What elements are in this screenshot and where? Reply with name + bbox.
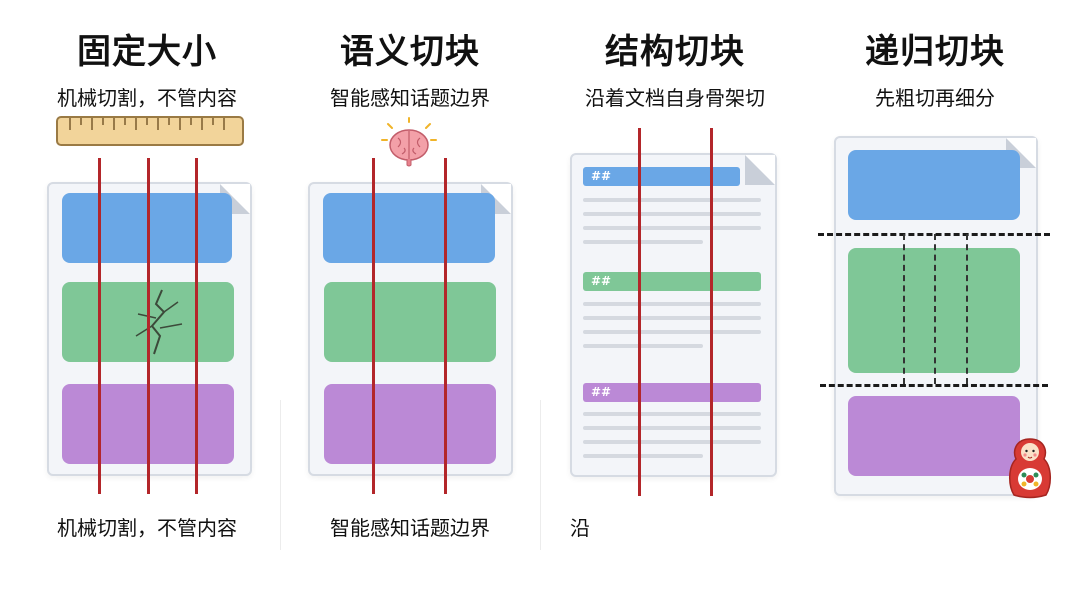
content-block-green <box>324 282 496 362</box>
brain-icon <box>381 117 437 167</box>
column-subtitle: 智能感知话题边界 <box>330 86 490 110</box>
column-subtitle: 先粗切再细分 <box>875 86 995 110</box>
text-line <box>583 440 761 444</box>
cut-line <box>710 128 713 496</box>
column-subtitle: 沿着文档自身骨架切 <box>585 86 765 110</box>
cut-line <box>372 158 375 494</box>
text-line <box>583 226 761 230</box>
text-line <box>583 344 703 348</box>
column-caption: 沿 <box>570 516 590 540</box>
column-title: 结构切块 <box>605 32 745 72</box>
column-subtitle: 机械切割，不管内容 <box>57 86 237 110</box>
text-line <box>583 426 761 430</box>
fine-cut-line <box>934 234 936 384</box>
heading-marker: ## <box>583 383 761 402</box>
content-block-blue <box>323 193 495 263</box>
cut-line <box>147 158 150 494</box>
column-title: 语义切块 <box>340 32 480 72</box>
content-block-blue <box>848 150 1020 220</box>
text-line <box>583 412 761 416</box>
recursive-column: 递归切块 先粗切再细分 <box>800 0 1070 589</box>
cut-line <box>98 158 101 494</box>
ruler-icon <box>56 116 244 146</box>
column-caption: 智能感知话题边界 <box>330 516 490 540</box>
crack-icon <box>135 289 183 355</box>
text-line <box>583 302 761 306</box>
coarse-cut-line <box>820 384 1048 387</box>
column-title: 递归切块 <box>865 32 1005 72</box>
column-title: 固定大小 <box>77 32 217 72</box>
heading-marker: ## <box>583 167 740 186</box>
document-page <box>570 153 777 477</box>
column-caption: 机械切割，不管内容 <box>57 516 237 540</box>
text-line <box>583 330 761 334</box>
text-line <box>583 240 703 244</box>
content-block-purple <box>848 396 1020 476</box>
matryoshka-doll-icon <box>1009 438 1051 499</box>
text-line <box>583 198 761 202</box>
structural-column: 结构切块 沿着文档自身骨架切 ## ## ## 沿 <box>540 0 810 589</box>
heading-marker: ## <box>583 272 761 291</box>
fine-cut-line <box>966 234 968 384</box>
bottom-right-fade-overlay <box>590 506 1080 589</box>
column-divider <box>280 400 281 550</box>
semantic-column: 语义切块 智能感知话题边界 智能感知话题边界 <box>275 0 545 589</box>
column-divider <box>540 400 541 550</box>
cut-line <box>638 128 641 496</box>
cut-line <box>444 158 447 494</box>
cut-line <box>195 158 198 494</box>
text-line <box>583 454 703 458</box>
text-line <box>583 212 761 216</box>
content-block-purple <box>324 384 496 464</box>
fine-cut-line <box>903 234 905 384</box>
page-fold-corner <box>745 155 775 185</box>
fixed-size-column: 固定大小 机械切割，不管内容 机械切割，不管内容 <box>12 0 282 589</box>
text-line <box>583 316 761 320</box>
